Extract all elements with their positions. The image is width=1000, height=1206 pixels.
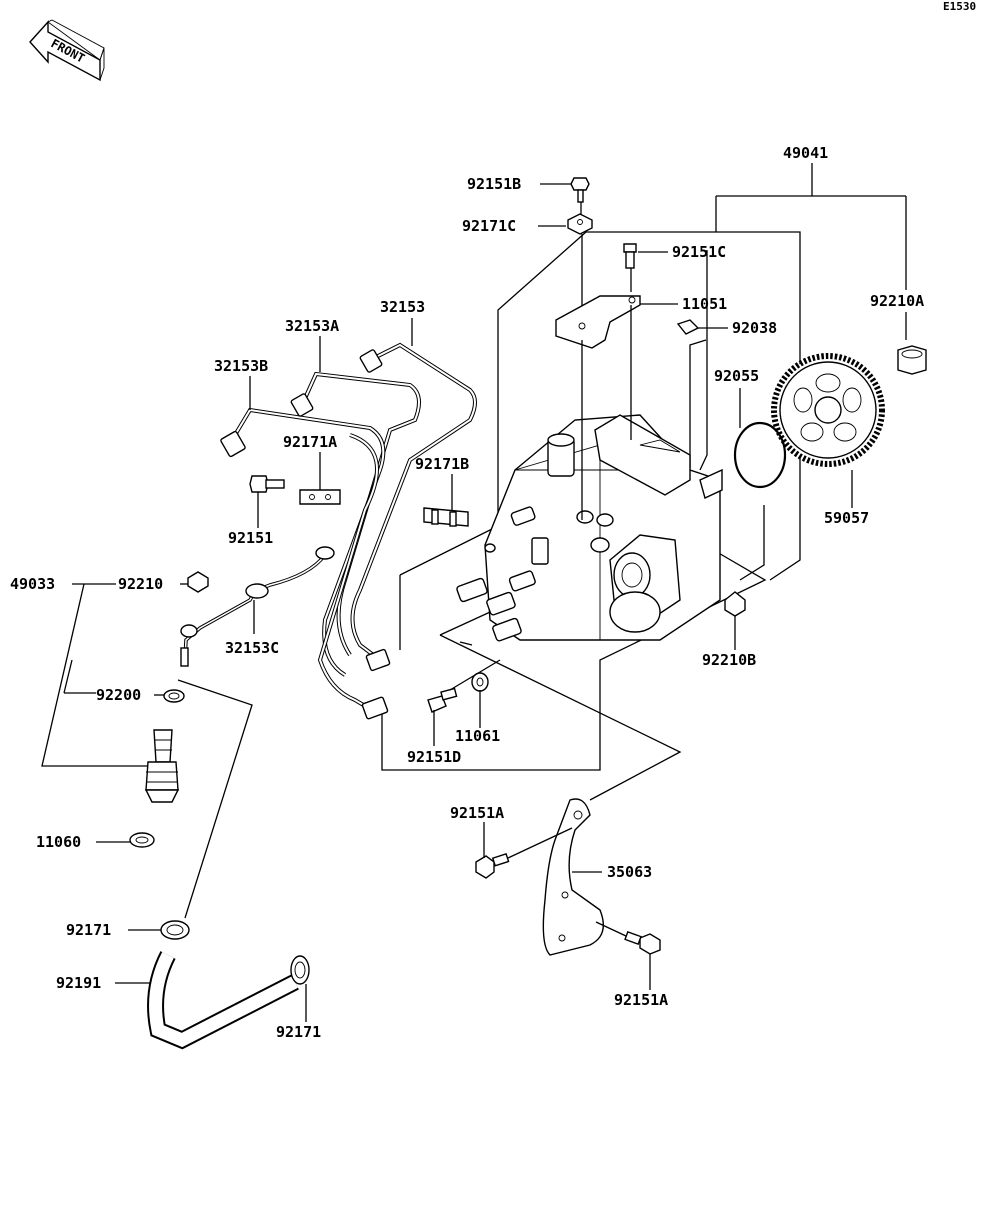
nut-92210-icon (187, 571, 209, 593)
label-32153B: 32153B (214, 357, 268, 375)
part-labels: 49041 92151B 92171C 92151C 11051 92038 9… (10, 144, 924, 1041)
label-59057: 59057 (824, 509, 869, 527)
label-92171B: 92171B (415, 455, 469, 473)
bracket-92171C-icon (567, 213, 593, 235)
hose-clamp-92171-bottom-icon (290, 955, 310, 985)
bolt-92151B-icon (570, 177, 590, 215)
label-92210: 92210 (118, 575, 163, 593)
leak-pipe-32153C-icon (180, 546, 335, 667)
bracket-35063-icon (542, 798, 604, 956)
label-32153: 32153 (380, 298, 425, 316)
label-11061: 11061 (455, 727, 500, 745)
plate-11051-icon (555, 295, 641, 349)
bolt-92151D-icon (427, 687, 458, 713)
label-92191: 92191 (56, 974, 101, 992)
label-32153C: 32153C (225, 639, 279, 657)
injection-pipes (220, 342, 477, 720)
washer-11060-icon (129, 832, 155, 848)
washer-92200-icon (163, 689, 185, 703)
clamp-92171A-icon (299, 489, 341, 505)
diagram-code: E1530 (943, 0, 976, 13)
label-92210B: 92210B (702, 651, 756, 669)
group-bracket-49041 (497, 163, 907, 581)
bolt-92151-icon (249, 475, 285, 493)
label-92171C: 92171C (462, 217, 516, 235)
bolt-92151C-icon (623, 243, 637, 269)
hose-92191-icon (147, 951, 299, 1050)
label-92151D: 92151D (407, 748, 461, 766)
key-92038-icon (676, 319, 700, 335)
label-35063: 35063 (607, 863, 652, 881)
label-92210A: 92210A (870, 292, 924, 310)
label-11060: 11060 (36, 833, 81, 851)
label-92055: 92055 (714, 367, 759, 385)
label-32153A: 32153A (285, 317, 339, 335)
bolt-92151A-top-icon (475, 852, 510, 879)
label-92200: 92200 (96, 686, 141, 704)
clamp-92171B-icon (423, 507, 469, 527)
nut-92210A-icon (897, 345, 927, 375)
label-92151B: 92151B (467, 175, 521, 193)
label-92038: 92038 (732, 319, 777, 337)
injector-nozzle-icon (144, 729, 180, 803)
label-49041: 49041 (783, 144, 828, 162)
front-arrow-icon: FRONT (29, 19, 105, 82)
label-92151C: 92151C (672, 243, 726, 261)
label-92151A-top: 92151A (450, 804, 504, 822)
label-92171A: 92171A (283, 433, 337, 451)
delivery-valves (456, 506, 536, 642)
gear-59057-icon (771, 353, 885, 467)
label-92151: 92151 (228, 529, 273, 547)
washer-11061-icon (471, 672, 489, 692)
label-49033: 49033 (10, 575, 55, 593)
label-92171-bottom: 92171 (276, 1023, 321, 1041)
label-92171-left: 92171 (66, 921, 111, 939)
nut-92210B-icon (724, 591, 746, 617)
leader-lines (41, 183, 853, 1022)
label-11051: 11051 (682, 295, 727, 313)
bolt-92151A-bottom-icon (624, 930, 661, 955)
injection-pump-body (456, 414, 723, 642)
hose-clamp-92171-left-icon (160, 920, 190, 940)
oring-92055-icon (733, 421, 787, 489)
label-92151A-bottom: 92151A (614, 991, 668, 1009)
